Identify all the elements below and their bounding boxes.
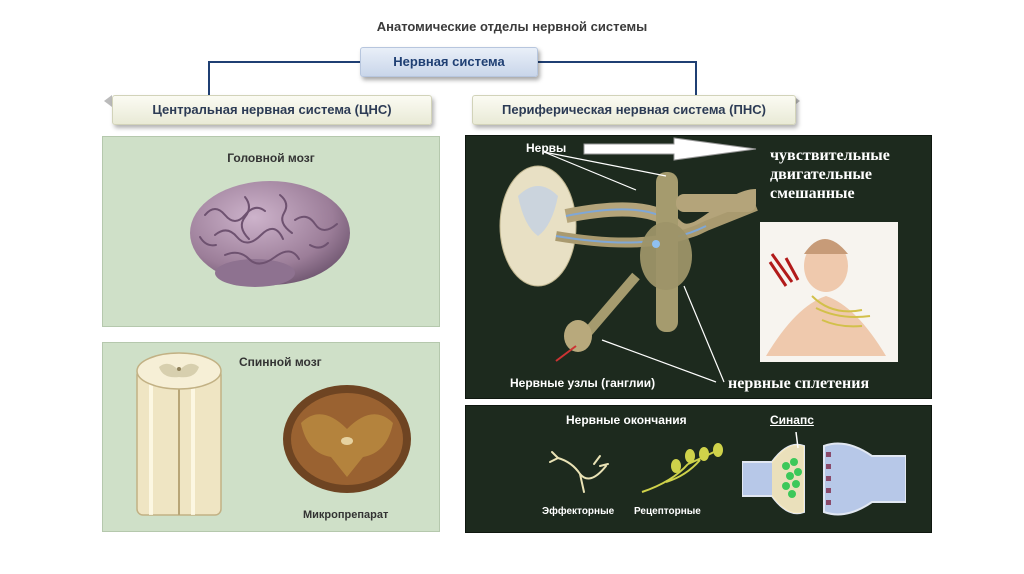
- nerve-type-mixed: смешанные: [770, 185, 855, 202]
- nerve-diagram: [499, 137, 898, 383]
- synapse-image: [742, 432, 906, 516]
- spinal-panel: Спинной мозг Микропрепарат: [102, 342, 440, 532]
- receptor-label: Рецепторные: [634, 506, 701, 517]
- brain-panel: Головной мозг: [102, 136, 440, 327]
- endings-label: Нервные окончания: [566, 413, 687, 427]
- micro-section-image: [283, 385, 411, 493]
- diagram-title: Анатомические отделы нервной системы: [376, 19, 648, 34]
- nerve-type-motor: двигательные: [770, 166, 873, 183]
- root-node: Нервная система: [360, 47, 538, 77]
- spinal-label: Спинной мозг: [239, 355, 322, 369]
- brain-label: Головной мозг: [227, 151, 315, 165]
- pns-header: Периферическая нервная система (ПНС): [472, 95, 796, 125]
- ganglia-label: Нервные узлы (ганглии): [510, 376, 656, 390]
- brain-image: [190, 181, 350, 287]
- nerves-label: Нервы: [526, 141, 567, 155]
- nerve-type-sensory: чувствительные: [770, 147, 890, 164]
- synapse-label: Синапс: [770, 413, 814, 427]
- effector-label: Эффекторные: [542, 506, 615, 517]
- effector-ending-image: [549, 451, 609, 493]
- plexus-label: нервные сплетения: [728, 375, 870, 392]
- receptor-ending-image: [641, 443, 723, 493]
- pns-nerves-panel: Нервы чувствительные двигательные смешан…: [465, 135, 932, 399]
- spinal-cord-image: [136, 352, 222, 516]
- micro-label: Микропрепарат: [303, 509, 389, 521]
- cns-header: Центральная нервная система (ЦНС): [112, 95, 432, 125]
- pns-endings-panel: Нервные окончания Синапс Эффекторные Рец…: [465, 405, 932, 533]
